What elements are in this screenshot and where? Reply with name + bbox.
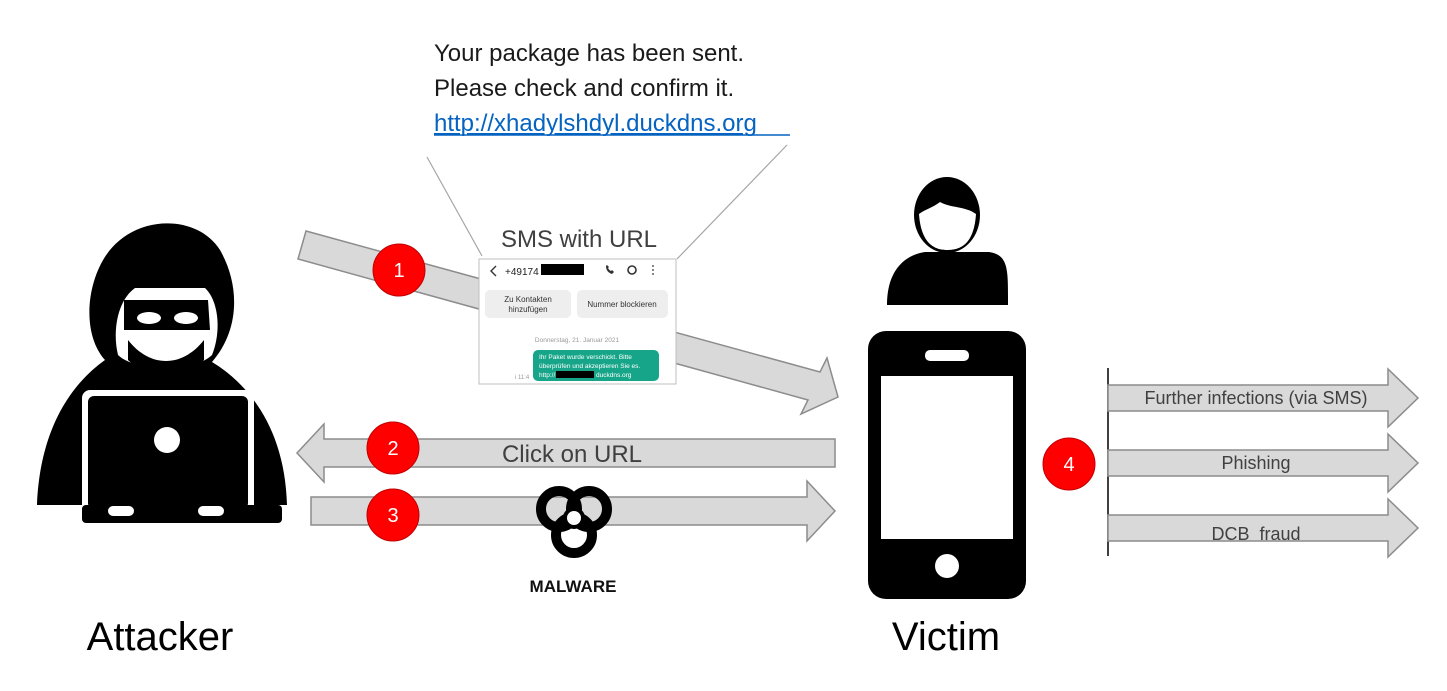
hacker-chin — [128, 340, 204, 374]
step-4-badge — [1042, 437, 1096, 491]
back-arrow-icon — [490, 265, 497, 277]
callout-line-right — [676, 144, 788, 260]
sms-bubble-line-2: überprüfen und akzeptieren Sie es. — [539, 363, 640, 370]
outcome-arrow-further-infections — [1107, 367, 1420, 429]
outcome-dcb-fraud-label: DCB fraud — [1211, 524, 1300, 544]
more-dot-icon-3 — [652, 273, 654, 275]
sender-number: +49174 — [505, 267, 539, 278]
sms-bubble-line-3b: duckdns.org — [596, 372, 632, 379]
biohazard-icon — [536, 486, 612, 558]
sms-screenshot: +49174 Zu Kontakten hinzufügen Nummer bl… — [478, 258, 677, 385]
sms-time: i 11:4 — [515, 375, 530, 381]
hacker-left-eye-icon — [137, 312, 161, 324]
step-2-badge — [366, 421, 420, 475]
hacker-right-hand — [198, 506, 224, 516]
message-icon — [627, 265, 637, 275]
outcome-phishing-label: Phishing — [1221, 453, 1290, 473]
redacted-url-bar — [556, 371, 594, 378]
laptop-logo-icon — [154, 427, 180, 453]
callout-line-left — [426, 156, 483, 257]
hacker-mask — [124, 300, 210, 330]
victim-face — [919, 202, 976, 250]
victim-body — [887, 252, 1009, 305]
phone-screen — [881, 376, 1013, 539]
hacker-left-hand — [108, 506, 134, 516]
step-2-number: 2 — [387, 438, 398, 460]
attacker-label: Attacker — [87, 615, 234, 659]
sms-bubble-line-1: Ihr Paket wurde verschickt. Bitte — [539, 354, 632, 361]
message-line-1: Your package has been sent. — [434, 40, 744, 67]
sms-date: Donnerstag, 21. Januar 2021 — [535, 337, 620, 344]
message-line-2: Please check and confirm it. — [434, 75, 734, 102]
step-1-number: 1 — [393, 260, 404, 282]
malware-label: MALWARE — [530, 577, 617, 596]
add-contact-label-2: hinzufügen — [508, 305, 547, 314]
victim-phone-icon — [868, 331, 1026, 599]
step-4-number: 4 — [1063, 454, 1074, 476]
redacted-number-bar — [541, 264, 584, 275]
step-3-number: 3 — [387, 505, 398, 527]
victim-label: Victim — [892, 615, 1000, 659]
add-contact-button[interactable] — [485, 290, 571, 318]
outcome-further-infections-label: Further infections (via SMS) — [1144, 388, 1367, 408]
sms-with-url-label: SMS with URL — [501, 226, 657, 253]
victim-person-icon — [887, 177, 1009, 305]
more-dot-icon-2 — [652, 269, 654, 271]
click-on-url-label: Click on URL — [502, 441, 642, 468]
phone-speaker — [925, 350, 969, 361]
phone-call-icon — [606, 265, 614, 274]
attacker-hacker-icon — [37, 223, 287, 523]
arrow-click-url — [295, 422, 836, 484]
add-contact-label-1: Zu Kontakten — [504, 295, 552, 304]
step-1-badge — [372, 243, 426, 297]
outcome-arrow-dcb-fraud — [1107, 497, 1420, 559]
biohazard-center — [563, 507, 585, 529]
step-3-badge — [366, 488, 420, 542]
outcome-arrow-phishing — [1107, 432, 1420, 494]
more-dot-icon-1 — [652, 265, 654, 267]
hacker-right-eye-icon — [174, 312, 198, 324]
block-number-label: Nummer blockieren — [587, 300, 656, 309]
phone-home-button — [935, 554, 959, 578]
block-number-button[interactable] — [577, 290, 668, 318]
sms-bubble-line-3: http:// — [539, 372, 555, 379]
message-url-link[interactable]: http://xhadylshdyl.duckdns.org — [434, 110, 757, 137]
